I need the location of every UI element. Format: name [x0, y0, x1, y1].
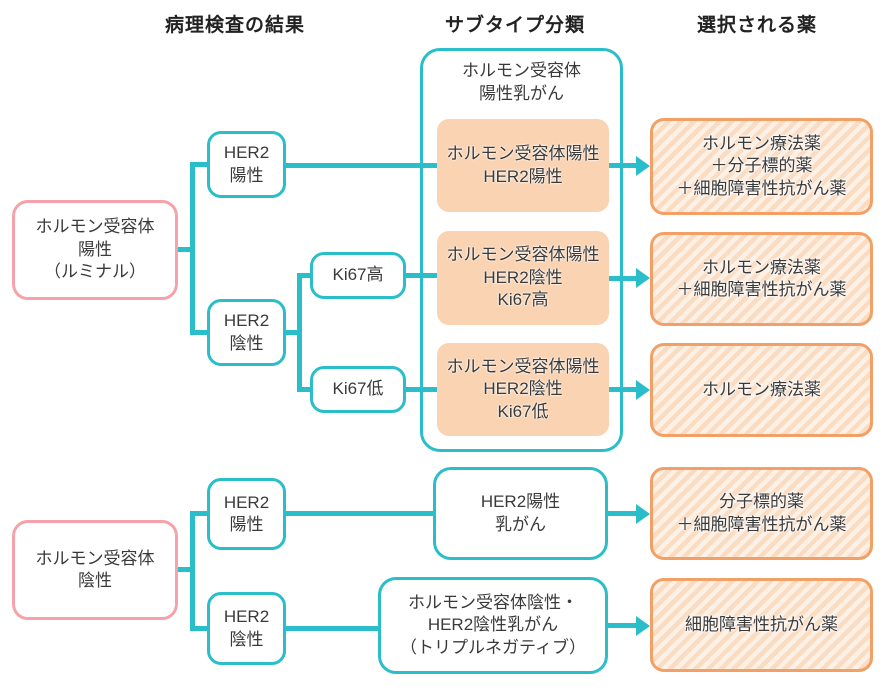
drug-hormone-molecular-cytotoxic: ホルモン療法薬 ＋分子標的薬 ＋細胞障害性抗がん薬: [650, 118, 873, 215]
arrow-line-row1: [608, 163, 637, 168]
connector-her2neg-stub: [286, 330, 302, 335]
connector-ki67-branch: [297, 273, 302, 392]
node-ki67-low: Ki67低: [310, 366, 406, 413]
connector-hrneg-stub: [176, 567, 193, 572]
connector-to-ki67-low: [300, 387, 310, 392]
node-hr-positive: ホルモン受容体 陽性 （ルミナル）: [12, 200, 178, 300]
node-her2-positive-bottom: HER2 陽性: [207, 478, 286, 550]
node-hr-negative: ホルモン受容体 陰性: [12, 520, 178, 620]
node-her2-negative-bottom: HER2 陰性: [207, 592, 286, 665]
subtype-hrpos-her2neg-ki67low: ホルモン受容体陽性 HER2陰性 Ki67低: [437, 343, 609, 436]
connector-ki67high-to-subtype: [406, 273, 438, 278]
connector-to-her2pos-bottom: [195, 511, 207, 516]
arrow-line-row4: [608, 511, 637, 516]
arrow-line-row3: [608, 387, 637, 392]
column-header-pathology: 病理検査の結果: [164, 15, 305, 36]
subtype-triple-negative: ホルモン受容体陰性・ HER2陰性乳がん （トリプルネガティブ）: [378, 577, 608, 674]
drug-molecular-cytotoxic: 分子標的薬 ＋細胞障害性抗がん薬: [650, 467, 873, 560]
arrow-line-row2: [608, 276, 637, 281]
subtype-hrpos-her2pos: ホルモン受容体陽性 HER2陽性: [437, 119, 609, 212]
drug-cytotoxic: 細胞障害性抗がん薬: [650, 578, 873, 672]
arrow-line-row5: [608, 623, 637, 628]
connector-hrpos-stub: [176, 247, 193, 252]
connector-ki67low-to-subtype: [406, 387, 438, 392]
node-her2-positive-top: HER2 陽性: [207, 131, 286, 198]
hr-positive-group-title: ホルモン受容体 陽性乳がん: [462, 61, 581, 103]
arrow-right-icon: [636, 268, 650, 288]
connector-her2pos-to-subtype: [286, 163, 438, 168]
arrow-right-icon: [636, 156, 650, 176]
drug-hormone-cytotoxic: ホルモン療法薬 ＋細胞障害性抗がん薬: [650, 232, 873, 326]
node-her2-negative-top: HER2 陰性: [207, 299, 286, 366]
connector-hrpos-branch: [190, 162, 195, 335]
connector-to-ki67-high: [300, 273, 310, 278]
column-header-drugs: 選択される薬: [696, 15, 817, 36]
node-ki67-high: Ki67高: [310, 252, 406, 299]
arrow-right-icon: [636, 616, 650, 636]
connector-to-her2neg-top: [195, 330, 207, 335]
connector-her2negb-to-subtype: [286, 626, 378, 631]
column-header-subtype: サブタイプ分類: [444, 15, 585, 36]
arrow-right-icon: [636, 504, 650, 524]
subtype-her2-positive-cancer: HER2陽性 乳がん: [433, 467, 608, 560]
connector-hrneg-branch: [190, 511, 195, 631]
drug-hormone: ホルモン療法薬: [650, 343, 873, 437]
connector-to-her2neg-bottom: [195, 626, 207, 631]
arrow-right-icon: [636, 380, 650, 400]
connector-her2posb-to-subtype: [286, 511, 433, 516]
connector-to-her2pos-top: [195, 162, 207, 167]
subtype-hrpos-her2neg-ki67high: ホルモン受容体陽性 HER2陰性 Ki67高: [437, 231, 609, 325]
